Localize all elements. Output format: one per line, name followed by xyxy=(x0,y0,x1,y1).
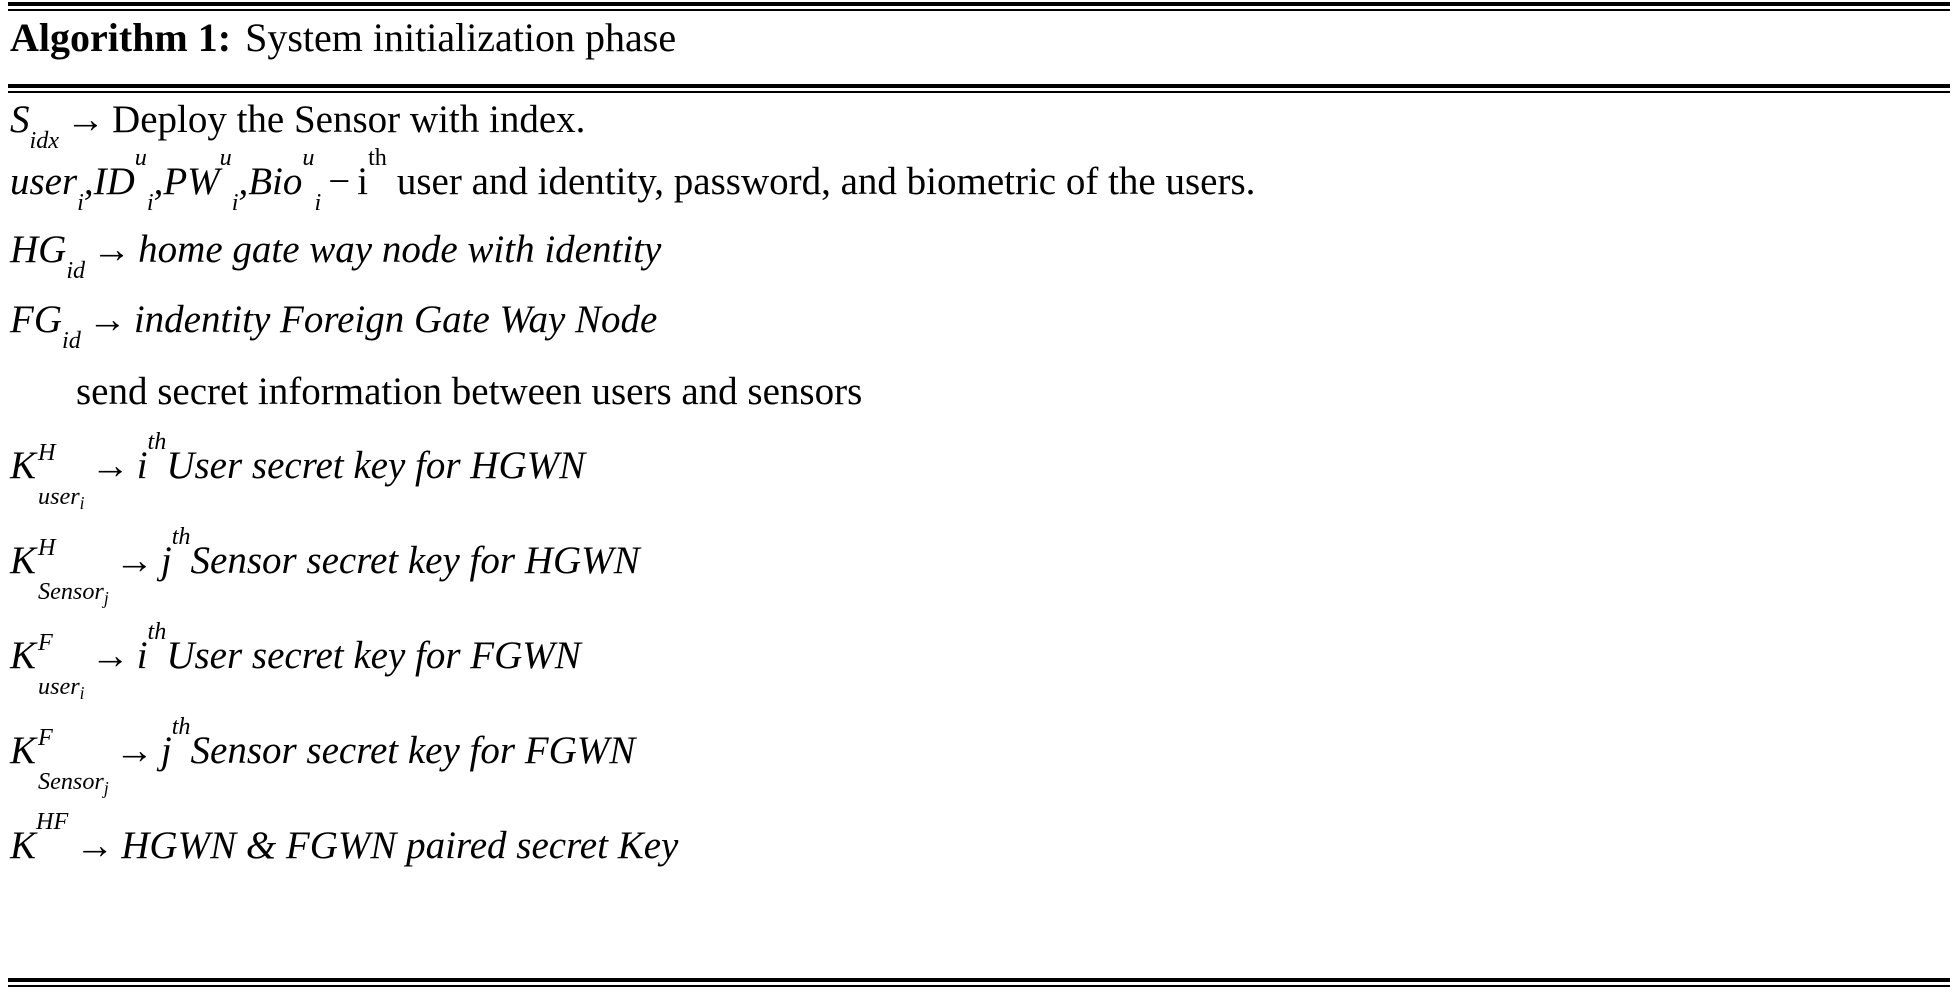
caption-rule-thin xyxy=(8,91,1950,93)
line-text: send secret information between users an… xyxy=(76,370,863,413)
ordinal-base: i xyxy=(136,444,148,487)
arrow-icon: → xyxy=(92,228,132,271)
line-key-user-fgwn: KFuseriuser →ithUser secret key for FGWN xyxy=(10,619,581,702)
symbol-K-superscript: H xyxy=(38,439,56,467)
line-key-sensor-hgwn: KHSensorjSensor →jthSensor secret key fo… xyxy=(10,524,640,607)
ordinal-superscript: th xyxy=(171,523,191,551)
top-rule-thin xyxy=(8,9,1950,11)
bottom-rule-thick xyxy=(8,978,1950,982)
symbol-K-subscript-text: user xyxy=(38,482,80,510)
line-text: User secret key for HGWN xyxy=(166,444,586,487)
line-text: User secret key for FGWN xyxy=(166,634,581,677)
symbol-K-subscript: Sensorj xyxy=(38,577,109,607)
line-user-credentials: useri,IDui,PWui,Bioui−ithuser and identi… xyxy=(10,145,1256,214)
arrow-icon: → xyxy=(114,539,154,582)
ordinal-superscript: th xyxy=(147,428,167,456)
line-text: home gate way node with identity xyxy=(138,228,662,271)
ordinal-superscript: th xyxy=(171,713,191,741)
line-key-sensor-fgwn: KFSensorjSensor →jthSensor secret key fo… xyxy=(10,714,636,797)
line-send-secret: send secret information between users an… xyxy=(76,372,862,411)
symbol-HG: HG xyxy=(10,228,67,271)
caption-rule-thick xyxy=(8,84,1950,88)
symbol-K-subscript-index: j xyxy=(103,777,109,798)
symbol-ID: ID xyxy=(93,160,135,203)
line-text: user and identity, password, and biometr… xyxy=(396,160,1256,203)
symbol-K: K xyxy=(10,634,37,677)
symbol-K-sensor-hgwn: KH SensorjSensor xyxy=(10,536,109,607)
symbol-K: K xyxy=(10,729,37,772)
symbol-K-user-fgwn: KFuseriuser xyxy=(10,631,85,702)
separator-comma-3: , xyxy=(238,160,249,203)
symbol-K-superscript: HF xyxy=(36,808,69,836)
ordinal-base: i xyxy=(357,160,369,203)
arrow-icon: → xyxy=(90,634,130,677)
symbol-K-subscript: useri xyxy=(38,482,84,512)
line-key-paired: KHF→HGWN & FGWN paired secret Key xyxy=(10,809,679,867)
symbol-user: user xyxy=(10,160,78,203)
symbol-PW: PW xyxy=(163,160,220,203)
symbol-K-sensor-fgwn: KF SensorjSensor xyxy=(10,726,109,797)
arrow-icon: → xyxy=(90,444,130,487)
bottom-rule-thin xyxy=(8,985,1950,987)
line-text: Deploy the Sensor with index. xyxy=(112,98,586,141)
symbol-ID-superscript: u xyxy=(134,144,147,172)
symbol-Bio: Bio xyxy=(248,160,303,203)
top-rule-thick xyxy=(8,2,1950,6)
arrow-icon: → xyxy=(66,98,106,141)
line-foreign-gateway: FGid→indentity Foreign Gate Way Node xyxy=(10,298,658,353)
line-text: HGWN & FGWN paired secret Key xyxy=(121,824,679,867)
symbol-PW-subscript: i xyxy=(231,189,239,217)
arrow-icon: → xyxy=(114,729,154,772)
symbol-K: K xyxy=(10,539,37,582)
symbol-K-subscript-text: user xyxy=(38,672,80,700)
symbol-user-subscript: i xyxy=(77,189,84,217)
symbol-HG-subscript: id xyxy=(66,257,86,285)
line-text: Sensor secret key for HGWN xyxy=(190,539,640,582)
symbol-K: K xyxy=(10,444,37,487)
symbol-S: S xyxy=(10,98,30,141)
line-text: Sensor secret key for FGWN xyxy=(190,729,636,772)
symbol-Bio-subscript: i xyxy=(314,189,322,217)
symbol-K-superscript: F xyxy=(38,724,53,752)
symbol-ID-subscript: i xyxy=(146,189,154,217)
symbol-K-user-hgwn: KHuseriuser xyxy=(10,441,85,512)
symbol-K: K xyxy=(10,824,37,867)
symbol-K-subscript: useri xyxy=(38,672,84,702)
algorithm-title: System initialization phase xyxy=(245,15,677,60)
symbol-Bio-superscript: u xyxy=(302,144,315,172)
symbol-K-subscript-index: j xyxy=(103,587,109,608)
symbol-K-subscript-text: Sensor xyxy=(38,577,104,605)
separator-comma-2: , xyxy=(153,160,164,203)
arrow-icon: → xyxy=(75,824,115,867)
symbol-K-subscript: Sensorj xyxy=(38,767,109,797)
line-text: indentity Foreign Gate Way Node xyxy=(133,298,658,341)
ordinal-base: j xyxy=(160,729,172,772)
algorithm-caption: Algorithm 1: System initialization phase xyxy=(10,18,676,58)
symbol-K-subscript-index: i xyxy=(79,682,85,703)
symbol-K-subscript-index: i xyxy=(79,492,85,513)
line-home-gateway: HGid→home gate way node with identity xyxy=(10,228,662,283)
symbol-K-superscript: H xyxy=(38,534,56,562)
minus-sign: − xyxy=(328,160,351,203)
symbol-FG: FG xyxy=(10,298,62,341)
separator-comma-1: , xyxy=(83,160,94,203)
arrow-icon: → xyxy=(87,298,127,341)
line-sensor-deploy: Sidx→Deploy the Sensor with index. xyxy=(10,98,586,153)
ordinal-superscript: th xyxy=(368,144,387,172)
symbol-K-subscript-text: Sensor xyxy=(38,767,104,795)
line-key-user-hgwn: KHuseriuser →ithUser secret key for HGWN xyxy=(10,429,586,512)
ordinal-base: i xyxy=(136,634,148,677)
symbol-FG-subscript: id xyxy=(62,327,81,355)
algorithm-label: Algorithm 1: xyxy=(10,15,232,60)
symbol-K-superscript: F xyxy=(38,629,53,657)
symbol-PW-superscript: u xyxy=(219,144,232,172)
symbol-S-subscript: idx xyxy=(29,127,60,155)
ordinal-superscript: th xyxy=(147,618,167,646)
ordinal-base: j xyxy=(160,539,172,582)
